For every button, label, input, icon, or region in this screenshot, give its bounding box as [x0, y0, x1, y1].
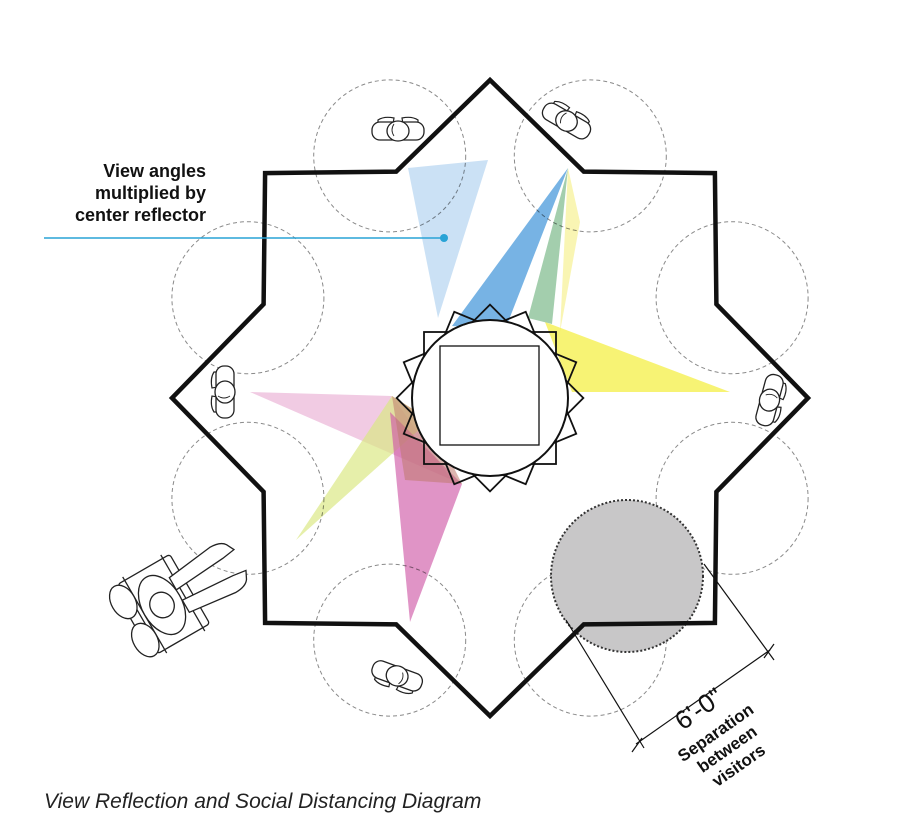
- view-cone-pale-yellow: [560, 168, 580, 332]
- visitor-icon-bottom: [367, 656, 426, 699]
- callout-leader-dot: [440, 234, 448, 242]
- view-cone-light-blue: [408, 160, 488, 318]
- diagram-caption: View Reflection and Social Distancing Di…: [44, 790, 482, 813]
- distancing-circle: [171, 421, 325, 575]
- callout-label-line2: multiplied by: [94, 183, 206, 203]
- callout-label: View angles multiplied by center reflect…: [40, 160, 206, 226]
- reflector-square: [439, 345, 540, 446]
- view-cone-green: [528, 168, 568, 324]
- distancing-circle: [171, 221, 325, 375]
- distancing-circle: [655, 421, 809, 575]
- visitor-icon-top-left: [371, 116, 425, 142]
- separation-dimension: [565, 563, 775, 753]
- distancing-circle: [513, 79, 667, 233]
- view-cone-blue: [452, 168, 568, 330]
- view-cones: [250, 160, 730, 622]
- callout-label-line3: center reflector: [74, 205, 206, 225]
- distancing-circle: [313, 563, 467, 717]
- star-wall: [168, 76, 812, 720]
- separation-circle: [550, 499, 704, 653]
- callout-label-line1: View angles: [103, 161, 206, 181]
- visitor-icon-left: [210, 365, 236, 419]
- wheelchair-visitor-icon: [108, 542, 248, 658]
- distancing-circle: [655, 221, 809, 375]
- view-cone-yellow: [545, 322, 730, 392]
- distancing-circle: [313, 79, 467, 233]
